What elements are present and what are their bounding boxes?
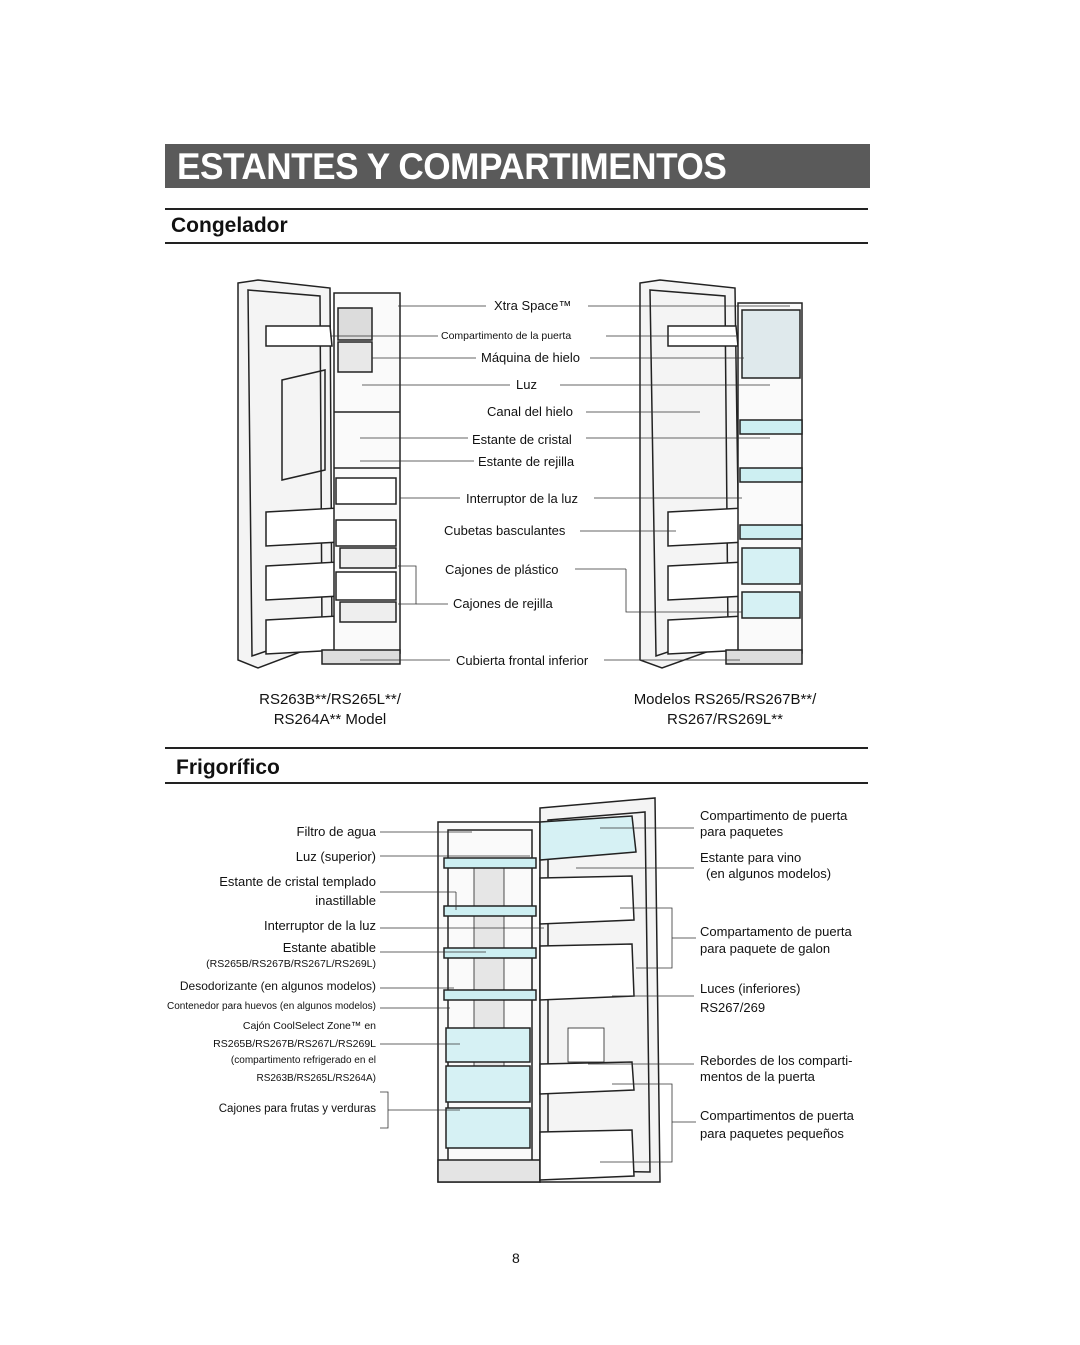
model-caption-line: Modelos RS265/RS267B**/ <box>633 691 817 708</box>
divider <box>165 747 868 749</box>
label-cajones-plastico: Cajones de plástico <box>445 562 559 577</box>
label-compartimento-refrigerado-models: RS263B/RS265L/RS264A) <box>256 1073 376 1084</box>
label-cajones-frutas: Cajones para frutas y verduras <box>218 1103 376 1115</box>
label-estante-vino-2: (en algunos modelos) <box>706 866 832 881</box>
label-compartamento-galon-2: para paquete de galon <box>700 941 831 956</box>
model-caption-line: RS263B**/RS265L**/ <box>259 691 401 708</box>
section-title-freezer: Congelador <box>171 214 288 237</box>
label-compartimento-refrigerado: (compartimento refrigerado en el <box>230 1055 376 1066</box>
label-cajones-rejilla: Cajones de rejilla <box>453 596 553 611</box>
label-rebordes-2: mentos de la puerta <box>700 1069 815 1084</box>
label-compartimento-paquetes-2: para paquetes <box>700 824 784 839</box>
label-compartimentos-pequenos-2: para paquetes pequeños <box>700 1126 844 1141</box>
section-title-fridge: Frigorífico <box>176 756 280 779</box>
model-caption-line: RS267/RS269L** <box>667 711 783 728</box>
page-title: ESTANTES Y COMPARTIMENTOS <box>177 146 727 187</box>
label-contenedor-huevos: Contenedor para huevos (en algunos model… <box>166 1001 376 1012</box>
label-maquina-hielo: Máquina de hielo <box>481 350 581 365</box>
label-estante-vino: Estante para vino <box>700 850 802 865</box>
label-luces-inferiores: Luces (inferiores) <box>700 981 801 996</box>
title-banner: ESTANTES Y COMPARTIMENTOS <box>165 144 870 188</box>
divider <box>165 208 868 210</box>
label-xtra-space: Xtra Space™ <box>494 298 572 313</box>
label-compartimento-puerta: Compartimento de la puerta <box>441 330 572 342</box>
label-desodorizante: Desodorizante (en algunos modelos) <box>179 979 376 993</box>
label-estante-abatible-models: (RS265B/RS267B/RS267L/RS269L) <box>206 958 376 970</box>
label-filtro-agua: Filtro de agua <box>296 824 377 839</box>
label-luz-superior: Luz (superior) <box>295 849 376 864</box>
model-caption-left: RS263B**/RS265L**/ RS264A** Model <box>240 690 420 730</box>
divider <box>165 242 868 244</box>
label-inastillable: inastillable <box>315 893 376 908</box>
label-luces-inferiores-models: RS267/269 <box>700 1000 766 1015</box>
divider <box>165 782 868 784</box>
label-cubierta-frontal: Cubierta frontal inferior <box>456 653 589 668</box>
label-cajon-coolselect-models: RS265B/RS267B/RS267L/RS269L <box>213 1038 376 1050</box>
label-cubetas-basculantes: Cubetas basculantes <box>444 523 566 538</box>
label-estante-abatible: Estante abatible <box>282 940 376 955</box>
label-compartimentos-pequenos: Compartimentos de puerta <box>700 1108 854 1123</box>
page-number: 8 <box>512 1250 520 1266</box>
label-estante-cristal-templado: Estante de cristal templado <box>219 874 376 889</box>
model-caption-right: Modelos RS265/RS267B**/ RS267/RS269L** <box>620 690 830 730</box>
model-caption-line: RS264A** Model <box>273 711 387 728</box>
label-cajon-coolselect: Cajón CoolSelect Zone™ en <box>242 1020 376 1032</box>
label-estante-rejilla: Estante de rejilla <box>478 454 575 469</box>
label-interruptor-luz: Interruptor de la luz <box>466 491 579 506</box>
label-canal-hielo: Canal del hielo <box>487 404 574 419</box>
label-estante-cristal: Estante de cristal <box>472 432 572 447</box>
label-rebordes: Rebordes de los comparti- <box>700 1053 853 1068</box>
label-luz: Luz <box>516 377 537 392</box>
label-compartimento-paquetes: Compartimento de puerta <box>700 808 848 823</box>
label-compartamento-galon: Compartamento de puerta <box>700 924 852 939</box>
label-interruptor-luz-fridge: Interruptor de la luz <box>263 918 376 933</box>
